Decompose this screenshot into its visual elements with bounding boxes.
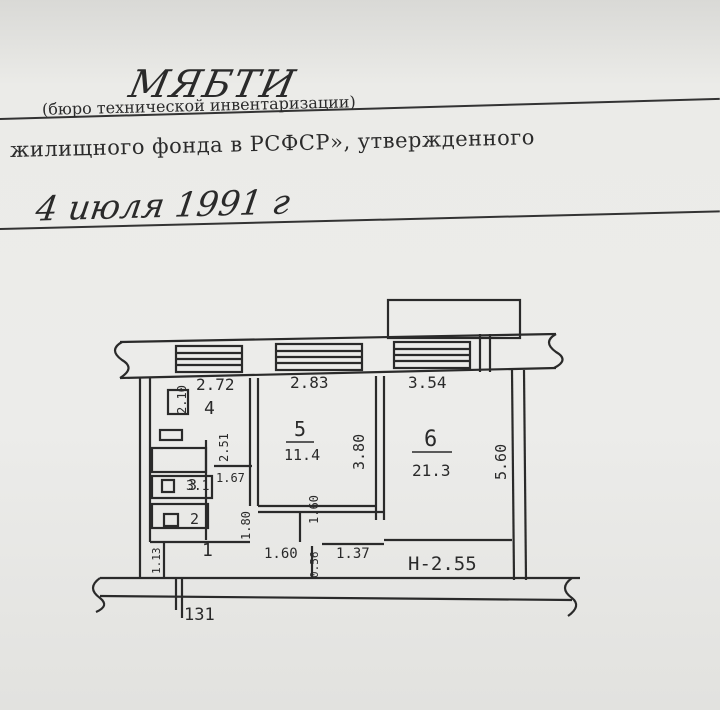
dim-room5-depth: 3.80 <box>350 434 368 470</box>
window-right <box>392 334 492 372</box>
dim-room6-depth: 5.60 <box>492 444 510 480</box>
room-1-number: 1 <box>202 540 213 561</box>
room-5-number: 5 <box>294 417 306 441</box>
dim-top-left: 2.72 <box>196 375 235 394</box>
room-2-number: 2 <box>190 510 199 528</box>
room-6-number: 6 <box>424 427 437 452</box>
window-middle <box>274 342 364 372</box>
dim-entry: 1.13 <box>150 548 163 575</box>
balcony <box>386 298 522 340</box>
dim-wc: 3.1 <box>186 479 209 494</box>
dim-top-right: 3.54 <box>408 373 447 392</box>
dim-entry-b: 0.56 <box>308 552 321 579</box>
dim-bath: 1.67 <box>216 471 245 485</box>
dim-closet-a: 1.60 <box>307 495 321 524</box>
ceiling-height: Н-2.55 <box>408 553 477 575</box>
dim-closet-b: 1.80 <box>239 511 253 540</box>
dim-hall-b: 1.37 <box>336 546 370 562</box>
room-3-number: 3 <box>188 476 197 494</box>
dim-room4-depth: 2.10 <box>175 385 189 414</box>
room-4-number: 4 <box>204 398 215 419</box>
dim-bottom: 131 <box>184 605 215 625</box>
room-6-area: 21.3 <box>412 461 451 480</box>
window-left <box>174 344 244 374</box>
dim-hall-len: 1.60 <box>264 546 298 562</box>
dim-corridor-depth: 2.51 <box>217 433 231 462</box>
dim-top-mid: 2.83 <box>290 373 329 392</box>
room-5-area: 11.4 <box>284 446 320 464</box>
